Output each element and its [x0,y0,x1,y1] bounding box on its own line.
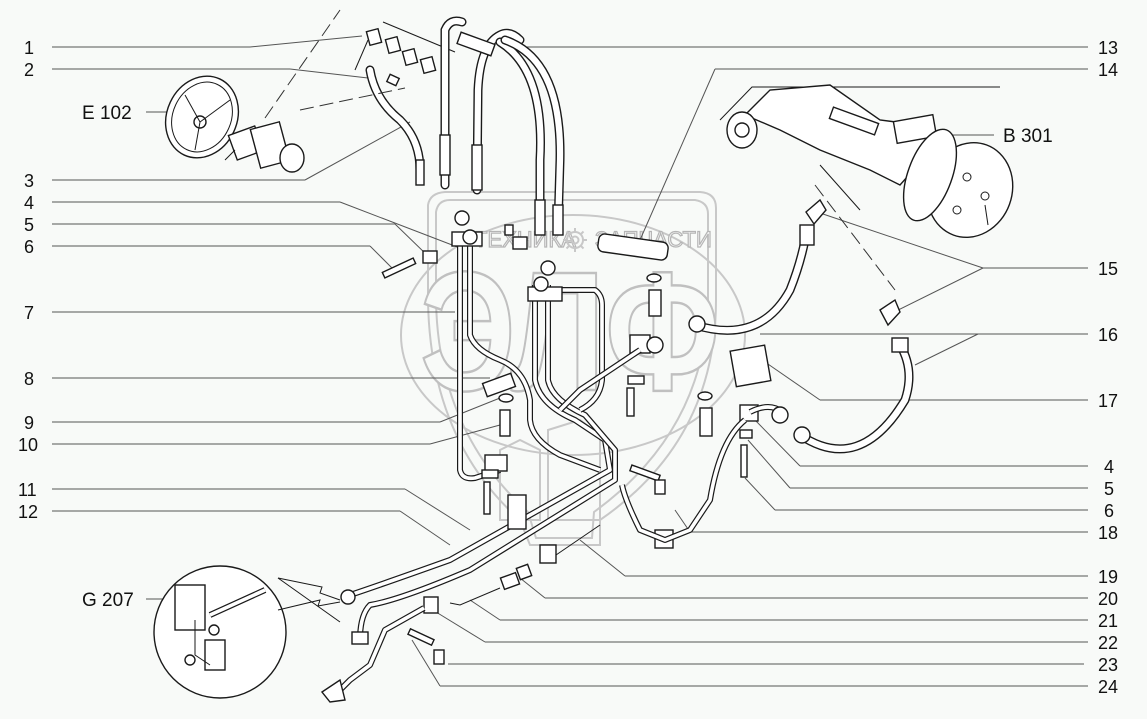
watermark-shield-inner [435,199,709,539]
bolt [740,444,748,478]
inset-arrow [277,577,341,623]
watermark-oval [400,214,746,456]
callout-19: 19 [1098,567,1118,587]
inset-detail-g207 [153,565,341,699]
callout-9: 9 [24,413,34,433]
hoses-group-13 [439,16,565,236]
plate [627,375,645,385]
hose-short [264,9,425,186]
plate [739,429,753,439]
plate [433,649,445,665]
plate [654,479,666,495]
clamp [423,596,439,614]
axle-assembly [719,84,1014,239]
bolt [699,407,713,437]
bolt [626,387,635,417]
callout-17: 17 [1098,391,1118,411]
clamp [507,494,527,530]
callout-16: 16 [1098,325,1118,345]
callout-18: 18 [1098,523,1118,543]
callout-3: 3 [24,171,34,191]
callout-14: 14 [1098,60,1118,80]
clamp [484,454,508,472]
pipe-assembly-center [340,210,674,645]
bolt [628,464,662,482]
callout-6: 6 [24,237,34,257]
callout-4b: 4 [1104,457,1114,477]
callout-15: 15 [1098,259,1118,279]
ref-label-e102: E 102 [82,103,132,124]
steering-wheel-assembly [164,75,305,173]
callout-12: 12 [18,502,38,522]
bracket-17 [729,344,772,388]
callouts-right: 13 14 15 16 17 4 5 6 18 19 20 21 22 23 2… [411,38,1118,697]
callout-24: 24 [1098,677,1118,697]
bracket [481,372,517,398]
callout-4: 4 [24,193,34,213]
callout-7: 7 [24,303,34,323]
callout-21: 21 [1098,611,1118,631]
bottom-line-assembly [320,524,601,703]
ref-label-b301: B 301 [1003,126,1053,147]
washer [697,391,713,401]
plate [422,250,438,264]
gear-icon [563,228,587,252]
callout-10: 10 [18,435,38,455]
fittings-group-1 [354,21,456,75]
callout-13: 13 [1098,38,1118,58]
ref-label-g207: G 207 [82,590,134,611]
callout-11: 11 [18,480,37,500]
plate [481,469,499,479]
callout-6b: 6 [1104,501,1114,521]
washer [646,273,662,283]
callout-2: 2 [24,60,34,80]
callout-22: 22 [1098,633,1118,653]
bolt [483,481,491,515]
fasteners [381,233,772,515]
callout-23: 23 [1098,655,1118,675]
inset-circle [153,565,287,699]
clamp [539,544,557,564]
callout-20: 20 [1098,589,1118,609]
callout-5b: 5 [1104,479,1114,499]
bolt [381,257,417,279]
washer [498,393,514,403]
bracket-14 [597,233,669,261]
bolt [648,289,662,317]
callouts-left: 1 2 3 4 5 6 7 8 9 10 11 12 [18,35,501,546]
callout-1: 1 [24,38,34,58]
callout-5: 5 [24,215,34,235]
bolt [407,627,435,647]
bolt [499,409,511,437]
callout-8: 8 [24,369,34,389]
hoses-group-15-16 [557,184,914,543]
